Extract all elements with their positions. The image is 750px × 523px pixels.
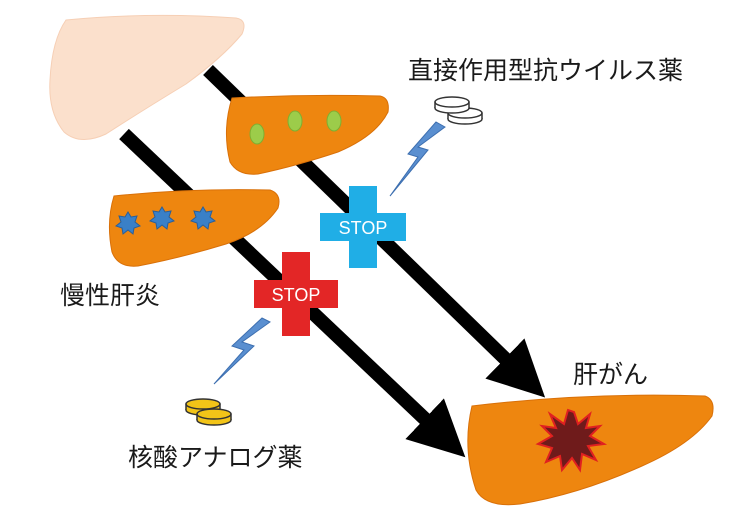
lightning-bolt-lower xyxy=(213,317,271,385)
liver-hbv xyxy=(108,189,280,267)
pill-white-top-cap xyxy=(434,96,470,108)
stop-sign-red: STOP xyxy=(254,252,338,336)
tumor xyxy=(535,408,608,473)
label-nucleoside-analog: 核酸アナログ薬 xyxy=(128,443,303,472)
pill-gold-bottom-cap xyxy=(196,408,232,420)
stop-label-blue: STOP xyxy=(339,218,388,238)
virus-blue-3 xyxy=(189,206,217,230)
stop-label-red: STOP xyxy=(272,285,321,305)
label-chronic-hepatitis: 慢性肝炎 xyxy=(60,281,161,310)
virus-green-1 xyxy=(249,123,265,145)
pill-gold-top-cap xyxy=(185,398,221,410)
virus-blue-1 xyxy=(114,211,142,235)
lightning-bolt-upper xyxy=(389,121,446,197)
virus-blue-2 xyxy=(148,206,176,230)
healthy-liver xyxy=(49,14,245,140)
liver-hcv xyxy=(225,94,389,175)
label-direct-acting-antiviral: 直接作用型抗ウイルス薬 xyxy=(408,56,684,85)
virus-green-3 xyxy=(326,110,342,132)
stop-sign-blue: STOP xyxy=(320,186,406,268)
virus-green-2 xyxy=(287,110,303,132)
label-liver-cancer: 肝がん xyxy=(573,360,649,389)
